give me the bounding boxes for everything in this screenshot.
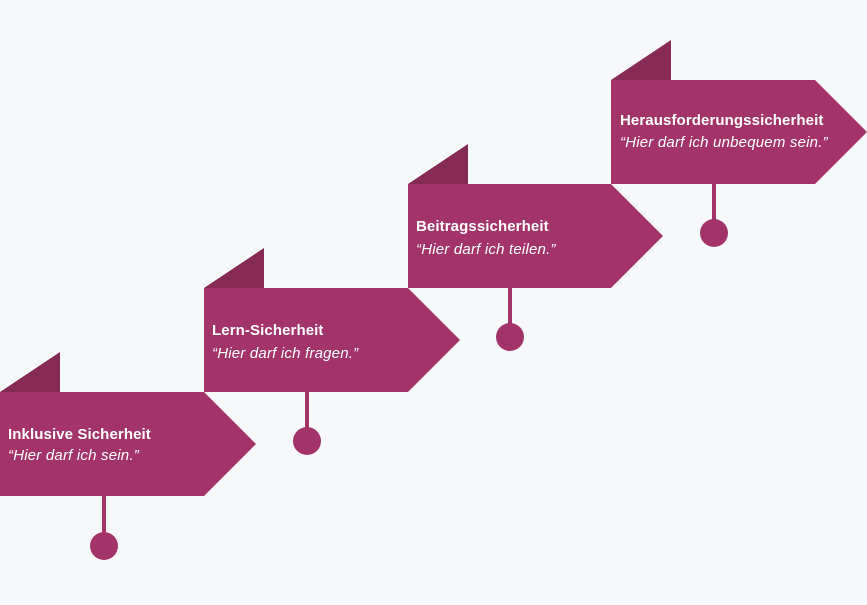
step-4-pin-dot (700, 219, 728, 247)
step-2-quote: “Hier darf ich fragen.” (212, 345, 359, 362)
step-3 (408, 144, 663, 351)
step-3-flap (408, 144, 468, 184)
step-4-quote: “Hier darf ich unbequem sein.” (620, 134, 828, 151)
step-1-pin-dot (90, 532, 118, 560)
step-1-title: Inklusive Sicherheit (8, 426, 151, 443)
step-1-quote: “Hier darf ich sein.” (8, 447, 139, 464)
step-1-flap (0, 352, 60, 392)
step-2-title: Lern-Sicherheit (212, 322, 324, 339)
step-3-arrow (408, 184, 663, 288)
step-1-arrow (0, 392, 256, 496)
step-2 (204, 248, 460, 455)
step-4 (611, 40, 867, 247)
step-2-pin-dot (293, 427, 321, 455)
step-4-arrow (611, 80, 867, 184)
step-3-pin-dot (496, 323, 524, 351)
step-4-flap (611, 40, 671, 80)
step-3-title: Beitragssicherheit (416, 218, 549, 235)
step-1 (0, 352, 256, 560)
step-2-arrow (204, 288, 460, 392)
step-3-quote: “Hier darf ich teilen.” (416, 241, 556, 258)
step-2-flap (204, 248, 264, 288)
step-4-title: Herausforderungssicherheit (620, 112, 824, 129)
